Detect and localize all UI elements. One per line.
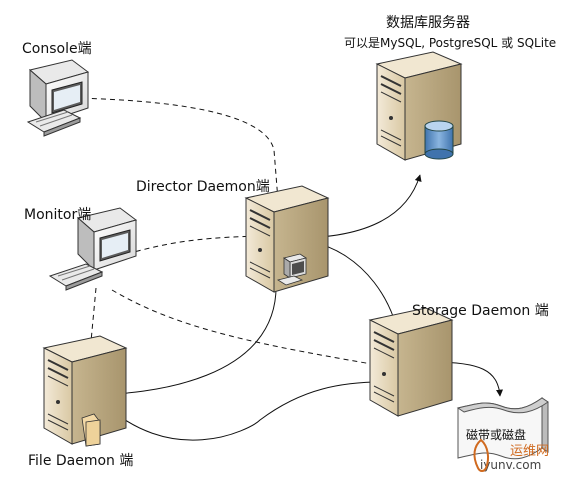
director-label: Director Daemon端 [136, 179, 270, 195]
folder-icon [81, 413, 101, 447]
storage-label: Storage Daemon 端 [412, 303, 549, 319]
tape-label: 磁带或磁盘 [466, 428, 527, 442]
console-label: Console端 [22, 41, 92, 57]
watermark-logo-icon [473, 438, 490, 472]
monitor-storage-link [111, 289, 396, 371]
tape-disk-icon [456, 397, 549, 460]
file-storage-link [97, 378, 401, 441]
director-server-icon [244, 185, 330, 293]
console-computer-icon [26, 59, 90, 137]
database-cylinder-icon [424, 120, 454, 160]
file-server-icon [42, 335, 128, 447]
monitor-label: Monitor端 [24, 207, 92, 223]
db-title-label: 数据库服务器 [386, 15, 470, 31]
watermark-en: iyunv.com [480, 458, 542, 472]
file-daemon-label: File Daemon 端 [28, 453, 134, 469]
console-director-link [73, 97, 284, 239]
storage-server-icon [368, 307, 454, 417]
db-server-icon [375, 51, 463, 161]
watermark-cn: 运维网 [510, 444, 550, 459]
db-subtitle-label: 可以是MySQL, PostgreSQL 或 SQLite [344, 36, 557, 50]
monitor-computer-icon [48, 207, 138, 291]
director-workstation-icon [276, 253, 307, 286]
